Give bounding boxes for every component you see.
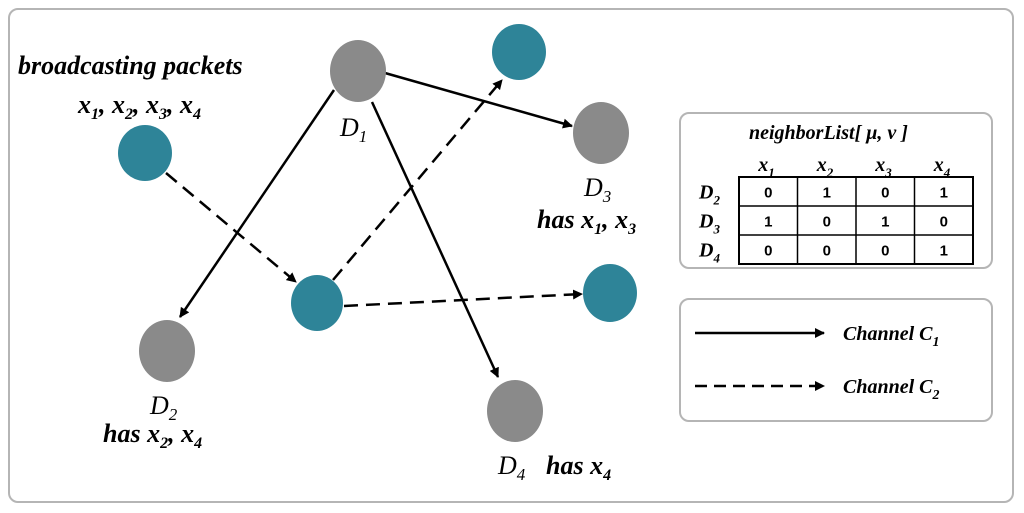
row-header: D2 [698,182,720,208]
source-node [118,125,172,181]
table-cell: 0 [940,214,948,231]
legend-channel-c2: Channel C2 [843,376,939,403]
edge-relay-top [332,79,503,281]
table-cell: 1 [823,185,831,202]
table-cell: 1 [764,214,772,231]
table-cell: 0 [823,214,831,231]
diagram-frame [8,8,1014,503]
table-cell: 1 [881,214,889,231]
node-d3 [573,102,629,164]
edge-d1-d2 [178,89,336,318]
edge-relay-right [343,289,583,308]
has-d3: has x1, x3 [537,205,636,238]
has-d2: has x2, x4 [103,419,202,452]
column-header: x2 [816,154,834,180]
table-cell: 1 [940,243,948,260]
legend-panel [679,298,993,422]
label-d3: D3 [583,173,611,206]
neighbor-list-title: neighborList[ μ, ν ] [749,122,908,144]
column-header: x3 [874,154,892,180]
table-cell: 0 [881,243,889,260]
row-header: D3 [698,211,720,237]
has-d4: has x4 [546,451,611,484]
node-d2 [139,320,195,382]
table-cell: 0 [823,243,831,260]
relay-node [291,275,343,331]
table-cell: 0 [764,185,772,202]
broadcast-packets: x1, x2, x3, x4 [77,90,201,123]
edge-d1-d3 [384,71,573,129]
label-d1: D1 [339,113,367,146]
node-d4 [487,380,543,442]
column-header: x1 [757,154,775,180]
broadcast-title: broadcasting packets [18,51,243,80]
row-header: D4 [698,240,720,266]
edge-d1-d4 [370,101,500,378]
top-channel2-node [492,24,546,80]
legend-channel-c1: Channel C1 [843,323,939,350]
right-channel2-node [583,264,637,322]
table-cell: 1 [940,185,948,202]
edge-source-relay [165,172,297,283]
table-cell: 0 [764,243,772,260]
column-header: x4 [933,154,951,180]
table-cell: 0 [881,185,889,202]
label-d2: D2 [149,391,178,424]
node-d1 [330,40,386,102]
label-d4: D4 [497,451,526,484]
